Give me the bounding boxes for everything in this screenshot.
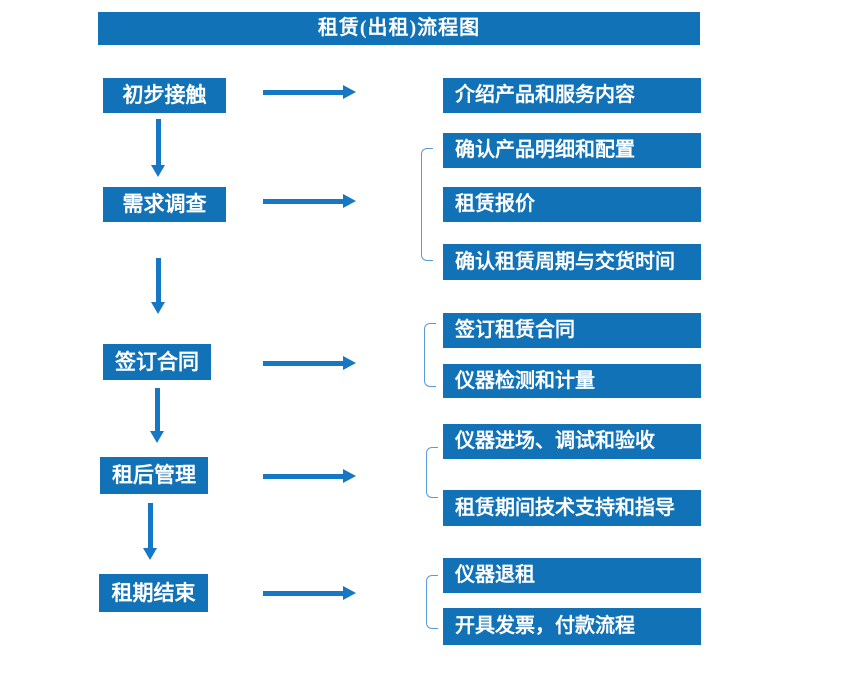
detail-box-technical-support-during-rental: 租赁期间技术支持和指导 bbox=[443, 490, 701, 526]
group-bracket-lease-end bbox=[426, 575, 438, 629]
detail-box-confirm-product-details-config: 确认产品明细和配置 bbox=[443, 133, 701, 168]
group-bracket-demand-survey bbox=[421, 148, 433, 261]
right-arrow-4 bbox=[263, 469, 356, 483]
stage-box-post-rental-management: 租后管理 bbox=[100, 457, 208, 494]
down-arrow-2 bbox=[151, 258, 165, 314]
detail-box-instrument-inspection-metering: 仪器检测和计量 bbox=[443, 364, 701, 398]
stage-box-demand-survey: 需求调查 bbox=[103, 187, 226, 222]
detail-box-instrument-return: 仪器退租 bbox=[443, 558, 701, 593]
detail-box-rental-quotation: 租赁报价 bbox=[443, 187, 701, 222]
down-arrow-3 bbox=[150, 388, 164, 443]
flowchart-title: 租赁(出租)流程图 bbox=[98, 12, 700, 45]
stage-box-lease-end: 租期结束 bbox=[99, 574, 208, 612]
group-bracket-post-rental-management bbox=[426, 447, 438, 498]
stage-box-initial-contact: 初步接触 bbox=[103, 78, 226, 113]
right-arrow-5 bbox=[263, 586, 356, 600]
right-arrow-1 bbox=[263, 85, 356, 99]
down-arrow-1 bbox=[151, 119, 165, 177]
detail-box-sign-rental-contract: 签订租赁合同 bbox=[443, 313, 701, 348]
detail-box-introduce-products-services: 介绍产品和服务内容 bbox=[443, 78, 701, 113]
down-arrow-4 bbox=[143, 503, 157, 560]
right-arrow-3 bbox=[263, 356, 356, 370]
detail-box-confirm-rental-period-delivery: 确认租赁周期与交货时间 bbox=[443, 244, 701, 280]
detail-box-instrument-entry-commissioning-acceptance: 仪器进场、调试和验收 bbox=[443, 424, 701, 459]
detail-box-invoice-payment-process: 开具发票，付款流程 bbox=[443, 608, 701, 645]
group-bracket-sign-contract bbox=[424, 323, 436, 387]
right-arrow-2 bbox=[263, 194, 356, 208]
stage-box-sign-contract: 签订合同 bbox=[103, 344, 211, 380]
